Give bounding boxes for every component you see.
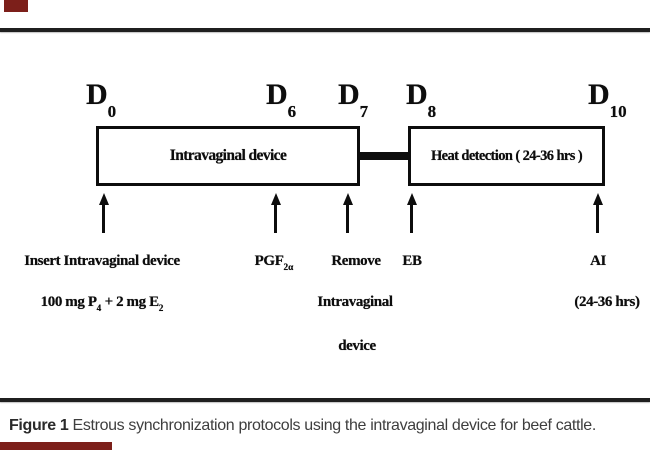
dose-subscript-p4: 4 [96,303,102,314]
up-arrow-insert [98,193,109,233]
day-base: D [86,78,108,111]
pgf-base: PGF [254,253,284,269]
day-subscript: 6 [287,102,297,121]
arrow-stem [346,205,349,233]
arrow-stem [102,205,105,233]
dose-mid: + 2 mg E [101,294,160,310]
event-insert-line1: Insert Intravaginal device [24,253,180,269]
figure-caption: Figure 1 Estrous synchronization protoco… [9,414,649,438]
arrow-head-icon [406,193,417,205]
bottom-rule [0,398,650,402]
arrow-head-icon [592,193,603,205]
day-base: D [338,78,360,111]
event-ai-line1: AI [590,253,606,269]
dose-subscript-e2: 2 [158,303,164,314]
scan-mark-top-left [4,0,28,12]
day-label-d8: D8 [406,78,436,122]
event-remove-line3: device [338,338,376,354]
up-arrow-eb [406,193,417,233]
intravaginal-device-box: Intravaginal device [96,126,360,186]
arrow-stem [410,205,413,233]
day-subscript: 7 [359,102,369,121]
event-pgf-label: PGF2α [224,252,324,273]
day-label-d6: D6 [266,78,296,122]
up-arrow-ai [592,193,603,233]
day-base: D [588,78,610,111]
arrow-head-icon [98,193,109,205]
day-subscript: 10 [609,102,627,121]
up-arrow-remove [342,193,353,233]
day-label-d10: D10 [588,78,627,122]
event-ai-line2: (24-36 hrs) [574,294,640,310]
event-eb-label: EB [402,253,422,269]
day-label-d7: D7 [338,78,368,122]
heat-detection-box-label: Heat detection ( 24-36 hrs ) [430,147,583,164]
arrow-head-icon [342,193,353,205]
figure-caption-number: Figure 1 [9,417,69,434]
scan-mark-bottom-left [0,442,112,450]
figure-caption-text: Estrous synchronization protocols using … [68,417,597,434]
event-insert-dose: 100 mg P4 + 2 mg E2 [2,293,202,314]
day-subscript: 0 [107,102,117,121]
day-base: D [406,78,428,111]
intravaginal-device-box-label: Intravaginal device [169,147,287,164]
event-remove-line1: Remove [331,253,381,269]
pgf-subscript: 2α [283,262,294,273]
arrow-stem [274,205,277,233]
up-arrow-pgf [270,193,281,233]
event-remove-line2: Intravaginal [317,294,393,310]
arrow-head-icon [270,193,281,205]
dose-pre: 100 mg P [40,294,97,310]
day-subscript: 8 [427,102,437,121]
day-label-d0: D0 [86,78,116,122]
day-base: D [266,78,288,111]
heat-detection-box: Heat detection ( 24-36 hrs ) [408,126,605,186]
arrow-stem [596,205,599,233]
timeline-connector-bar [357,152,411,160]
top-rule [0,28,650,32]
